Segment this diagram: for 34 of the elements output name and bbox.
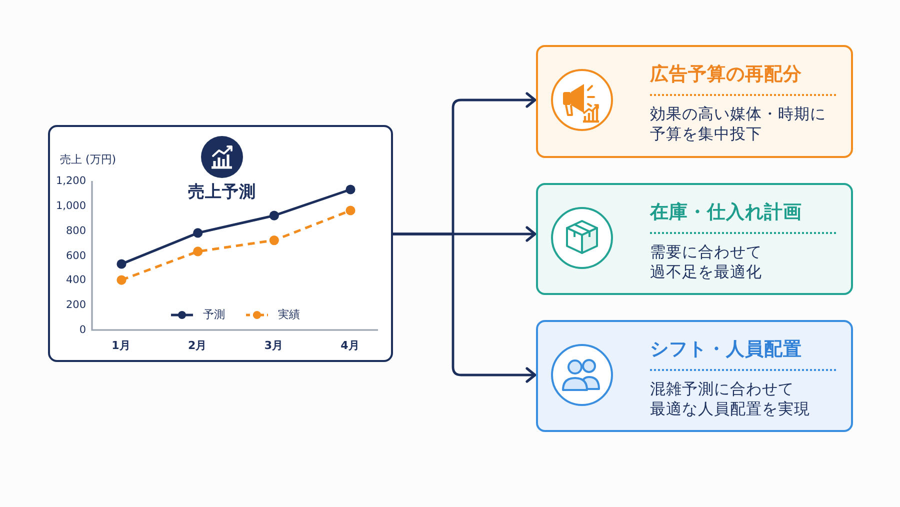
point bbox=[268, 210, 278, 221]
axis-category-label: 4月 bbox=[340, 339, 360, 353]
card-title: 在庫・仕入れ計画 bbox=[650, 201, 802, 225]
arrow bbox=[393, 232, 536, 383]
info-card bbox=[536, 45, 853, 158]
card-description: 効果の高い媒体・時期に予算を集中投下 bbox=[650, 104, 826, 144]
point bbox=[116, 259, 126, 269]
card-title: 広告予算の再配分 bbox=[650, 63, 802, 87]
info-card bbox=[536, 320, 853, 432]
axis-tick-label: 800 bbox=[64, 224, 86, 238]
point bbox=[345, 206, 355, 216]
point bbox=[192, 246, 202, 257]
legend-label: 実績 bbox=[278, 308, 300, 322]
point bbox=[268, 236, 278, 246]
axis-category-label: 1月 bbox=[110, 339, 132, 353]
chart-card bbox=[48, 125, 393, 362]
point bbox=[116, 276, 126, 286]
card-description: 混雑予測に合わせて最適な人員配置を実現 bbox=[650, 379, 810, 419]
chart-title: 売上予測 bbox=[187, 181, 257, 203]
axis-title: 売上 (万円) bbox=[60, 153, 116, 167]
axis-tick-label: 600 bbox=[64, 248, 86, 262]
axis-tick-label: 400 bbox=[64, 273, 86, 288]
axis-tick-label: 1,200 bbox=[54, 174, 86, 188]
legend-label: 予測 bbox=[203, 308, 225, 322]
axis-tick-label: 0 bbox=[78, 323, 86, 337]
axis-category-label: 2月 bbox=[187, 339, 208, 353]
info-card bbox=[536, 183, 853, 295]
card-description: 需要に合わせて過不足を最適化 bbox=[650, 242, 762, 282]
card-title: シフト・人員配置 bbox=[650, 338, 802, 362]
point bbox=[345, 184, 355, 194]
axis-tick-label: 1,000 bbox=[54, 198, 86, 213]
axis-tick-label: 200 bbox=[64, 298, 86, 312]
axis-category-label: 3月 bbox=[263, 339, 284, 353]
point bbox=[192, 228, 202, 238]
